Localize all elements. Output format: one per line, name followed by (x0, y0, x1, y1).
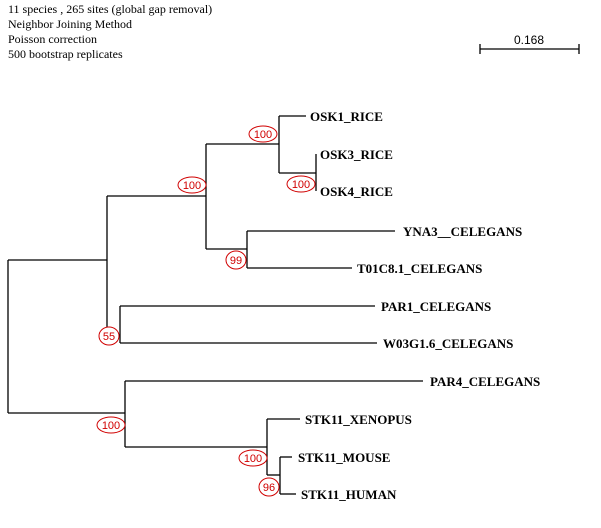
analysis-info: 11 species , 265 sites (global gap remov… (8, 2, 212, 62)
leaf-t01c8-celegans: T01C8.1_CELEGANS (357, 261, 482, 276)
svg-text:100: 100 (292, 179, 310, 191)
leaf-stk11-mouse: STK11_MOUSE (298, 450, 390, 465)
bootstrap-labels: 100 100 100 99 55 100 100 96 (96, 125, 316, 497)
bootstrap-par1-w03: 55 (98, 326, 120, 346)
leaf-par4-celegans: PAR4_CELEGANS (430, 374, 540, 389)
svg-text:100: 100 (102, 420, 120, 432)
leaf-par1-celegans: PAR1_CELEGANS (381, 299, 491, 314)
leaf-osk1-rice: OSK1_RICE (310, 109, 383, 124)
bootstrap-rice-osk1: 100 (248, 125, 278, 143)
scale-bar-label: 0.168 (514, 33, 544, 47)
bootstrap-rice-celegans: 100 (177, 176, 207, 194)
svg-text:100: 100 (254, 129, 272, 141)
scale-bar: 0.168 (479, 33, 580, 54)
svg-text:100: 100 (244, 453, 262, 465)
leaf-osk4-rice: OSK4_RICE (320, 184, 393, 199)
info-species-sites: 11 species , 265 sites (global gap remov… (8, 2, 213, 16)
bootstrap-rice-osk34: 100 (286, 175, 316, 193)
bootstrap-par4-stk11: 100 (96, 416, 126, 434)
svg-text:100: 100 (183, 180, 201, 192)
info-method: Neighbor Joining Method (8, 17, 132, 31)
svg-text:96: 96 (263, 482, 275, 494)
tree-branches (7, 115, 423, 495)
bootstrap-mouse-human: 96 (258, 477, 280, 497)
bootstrap-yna3-t01c8: 99 (225, 250, 247, 270)
leaf-w03g1-celegans: W03G1.6_CELEGANS (383, 336, 513, 351)
info-correction: Poisson correction (8, 32, 97, 46)
leaf-yna3-celegans: YNA3__CELEGANS (403, 224, 522, 239)
leaf-labels: OSK1_RICE OSK3_RICE OSK4_RICE YNA3__CELE… (298, 109, 540, 502)
svg-text:99: 99 (230, 255, 242, 267)
info-bootstrap: 500 bootstrap replicates (8, 47, 123, 61)
leaf-osk3-rice: OSK3_RICE (320, 147, 393, 162)
svg-text:55: 55 (103, 331, 115, 343)
leaf-stk11-xenopus: STK11_XENOPUS (305, 412, 412, 427)
bootstrap-stk11: 100 (238, 449, 268, 467)
leaf-stk11-human: STK11_HUMAN (301, 487, 397, 502)
